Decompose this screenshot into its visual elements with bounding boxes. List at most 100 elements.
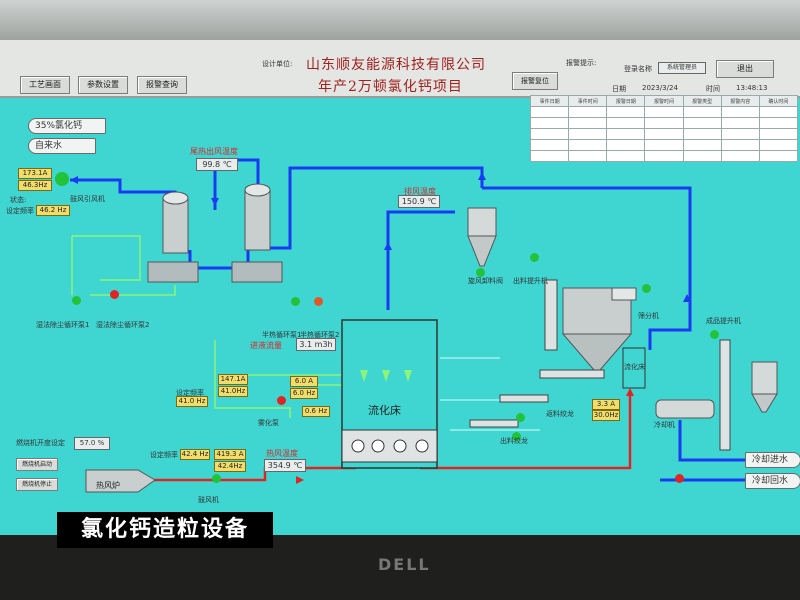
semi-pump-a-icon[interactable] (291, 297, 300, 306)
table-row[interactable] (529, 150, 799, 162)
semi-pump-a-label: 半热循环泵1 (262, 331, 302, 339)
header-bar: 工艺画面 参数设置 报警查询 设计单位: 山东顺友能源科技有限公司 年产2万顿氯… (0, 40, 800, 98)
tap-water-inlet: 自来水 (28, 138, 96, 154)
time-label: 时间 (706, 85, 720, 93)
dust-pump-a-label: 湿法除尘循环泵1 (36, 321, 90, 329)
login-value: 系统管理员 (658, 62, 706, 74)
feed-pump-freq: 46.3Hz (18, 180, 52, 191)
exhaust-temp-value: 150.9 ℃ (398, 195, 440, 208)
cyclone-valve-icon[interactable] (476, 268, 485, 277)
flow-arrows-red (296, 388, 634, 484)
conveyor-current: 3.3 A (592, 399, 620, 410)
hot-air-furnace (85, 469, 156, 493)
cooling-return-outlet: 冷却回水 (745, 473, 800, 489)
pump2-current: 6.0 A (290, 376, 318, 387)
design-unit-label: 设计单位: (262, 60, 293, 68)
pump2-freq: 6.0 Hz (290, 388, 318, 399)
exhaust-temp-label: 排风温度 (404, 187, 436, 196)
blower-set-label: 设定频率 (150, 451, 178, 459)
blower-current: 419.3 A (214, 449, 246, 460)
table-row[interactable] (529, 139, 799, 151)
burner-stop-button[interactable]: 燃烧机停止 (16, 478, 58, 491)
caption-overlay: 氯化钙造粒设备 (57, 512, 273, 548)
return-screw-icon[interactable] (516, 413, 525, 422)
exit-button[interactable]: 退出 (716, 60, 774, 78)
table-row[interactable] (529, 106, 799, 118)
pump1-current: 147.1A (218, 374, 248, 385)
inlet-flow-value: 3.1 m3h (296, 338, 336, 351)
freq-set-value[interactable]: 46.2 Hz (36, 205, 70, 216)
conveyor-freq: 30.0Hz (592, 410, 620, 421)
product-pipes (440, 357, 540, 431)
alarm-reset-button[interactable]: 报警复位 (512, 72, 558, 90)
elevator-label: 出料提升机 (513, 277, 548, 285)
pipe (482, 186, 692, 350)
date-label: 日期 (612, 85, 626, 93)
cooler-label: 冷却机 (654, 421, 675, 429)
time-value: 13:48:13 (736, 84, 768, 92)
screen-label: 筛分机 (638, 312, 659, 320)
finished-hopper (751, 361, 778, 413)
scrubber-tower-1 (147, 191, 199, 283)
pipe (678, 420, 745, 462)
atomizer-label: 雾化泵 (258, 419, 279, 427)
gas-valve-value[interactable]: 57.0 % (74, 437, 110, 450)
blower-set-value[interactable]: 42.4 Hz (180, 449, 210, 460)
pump1-set-value[interactable]: 41.0 Hz (176, 396, 208, 407)
tail-gas-temp-value: 99.8 ℃ (196, 158, 238, 171)
return-screw-label: 返料绞龙 (546, 410, 574, 418)
hot-air-temp-label: 热风温度 (266, 449, 298, 458)
hot-air-temp-value: 354.9 ℃ (264, 459, 306, 472)
param-settings-button[interactable]: 参数设置 (78, 76, 128, 94)
freq-set-label: 设定频率 (6, 207, 34, 215)
semi-pump-b-label: 半热循环泵2 (300, 331, 340, 339)
gas-valve-label: 燃烧机开度设定 (16, 439, 65, 447)
pump1-set-label: 设定频率 (176, 389, 204, 397)
burner-start-button[interactable]: 燃烧机启动 (16, 458, 58, 471)
blue-pipes (70, 158, 745, 482)
lift-motor-icon[interactable] (710, 330, 719, 339)
pump1-freq: 41.0Hz (218, 386, 248, 397)
lift-label: 成品提升机 (706, 317, 741, 325)
cooling-in-outlet: 冷却进水 (745, 452, 800, 468)
alarm-hint-label: 报警提示: (566, 59, 597, 67)
screen-motor-icon[interactable] (642, 284, 651, 293)
process-screen-button[interactable]: 工艺画面 (20, 76, 70, 94)
dust-pump-b-icon[interactable] (110, 290, 119, 299)
pump2-set-value[interactable]: 0.6 Hz (302, 406, 330, 417)
cooler-drum (622, 347, 715, 419)
alarm-col-header: 确认时间 (758, 95, 799, 107)
atomizer-pump-icon[interactable] (277, 396, 286, 405)
screw-motor-icon[interactable] (512, 432, 521, 441)
date-value: 2023/3/24 (642, 84, 678, 92)
hmi-screen: 工艺画面 参数设置 报警查询 设计单位: 山东顺友能源科技有限公司 年产2万顿氯… (0, 40, 800, 535)
fluidized-bed-label: 流化床 (368, 404, 401, 417)
status-label: 状态: (10, 196, 27, 204)
bed-small-label: 流化床 (624, 363, 645, 371)
burner-fan-icon[interactable] (212, 474, 221, 483)
alarm-table[interactable]: 事件日期 事件时间 报警日期 报警时间 报警类型 报警内容 确认时间 (529, 95, 799, 162)
blower-freq: 42.4Hz (214, 461, 246, 472)
alarm-query-button[interactable]: 报警查询 (137, 76, 187, 94)
fan1-label: 鼓风引风机 (70, 195, 105, 203)
pipe (386, 210, 455, 310)
project-title: 年产2万顿氯化钙项目 (318, 79, 463, 95)
table-row[interactable] (529, 117, 799, 129)
dust-pump-a-icon[interactable] (72, 296, 81, 305)
cooling-valve-icon[interactable] (675, 474, 684, 483)
login-label: 登录名称 (624, 65, 652, 73)
alarm-col-header: 报警时间 (644, 95, 684, 107)
semi-pump-b-icon[interactable] (314, 297, 323, 306)
company-title: 山东顺友能源科技有限公司 (306, 57, 486, 73)
cyclone-valve-label: 旋风卸料阀 (468, 277, 503, 285)
elevator-motor-icon[interactable] (530, 253, 539, 262)
hot-air-furnace-label: 热风炉 (96, 481, 120, 490)
feed-pump-icon[interactable] (55, 172, 69, 186)
photo-background-top (0, 0, 800, 40)
screw-label: 出料绞龙 (500, 437, 528, 445)
feed-pump-current: 173.1A (18, 168, 52, 179)
pipe (90, 285, 176, 296)
conveyors (469, 279, 731, 451)
pipe (214, 340, 291, 418)
cyclone (467, 207, 497, 267)
